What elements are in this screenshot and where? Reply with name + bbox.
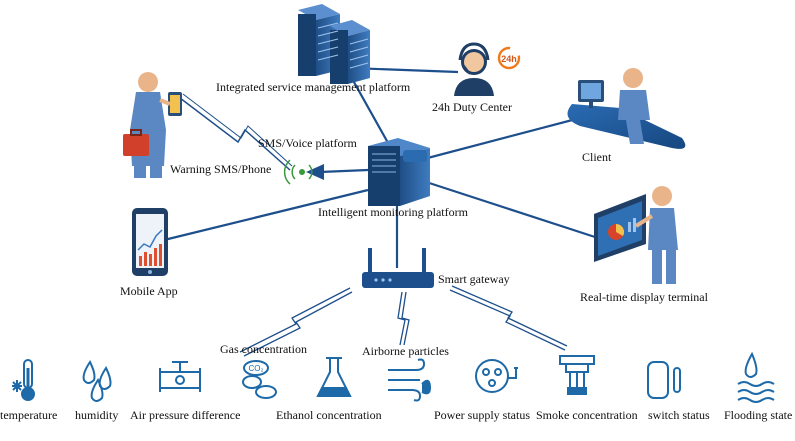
mobile-phone-icon	[132, 208, 168, 276]
sensor-label-smoke: Smoke concentration	[536, 408, 638, 422]
sensor-label-humidity: humidity	[75, 408, 119, 422]
wireless-link-sms-to-warning-2	[182, 93, 293, 167]
link-monitoring-to-display	[419, 178, 599, 240]
headset-operator-icon	[454, 42, 494, 96]
sensor-label-flooding: Flooding state	[724, 408, 793, 422]
link-monitoring-to-client	[419, 116, 581, 162]
airborne-particles-label: Airborne particles	[362, 344, 449, 358]
server-stack-icon	[298, 4, 370, 84]
sensor-label-temperature: temperature	[0, 408, 58, 422]
wireless-link-gas	[239, 287, 351, 353]
wireless-link-gas-b	[243, 291, 353, 357]
gas-concentration-label: Gas concentration	[220, 342, 307, 356]
water-drops-icon	[82, 360, 112, 402]
pipe-valve-icon	[159, 361, 201, 392]
wind-icon	[388, 358, 432, 402]
display-terminal-icon	[594, 186, 678, 284]
co2-clouds-icon: CO₂	[242, 360, 277, 399]
router-icon	[362, 248, 434, 288]
flood-waves-icon	[737, 351, 775, 403]
mobile-app-label: Mobile App	[120, 284, 178, 298]
client-workstation-icon	[567, 68, 686, 149]
wireless-link-sms-to-warning	[179, 97, 291, 171]
integrated-platform-label: Integrated service management platform	[216, 80, 411, 94]
wireless-link-smoke-b	[451, 285, 568, 347]
smoke-detector-icon	[559, 355, 595, 395]
monitoring-label: Intelligent monitoring platform	[318, 205, 468, 219]
link-monitoring-to-servers	[349, 74, 393, 151]
client-label: Client	[582, 150, 612, 164]
wireless-links-gateway	[239, 285, 568, 357]
wireless-link-airborne	[397, 291, 406, 346]
24h-badge-text: 24h	[501, 54, 517, 64]
sms-voice-label: SMS/Voice platform	[258, 136, 357, 150]
flask-icon	[316, 357, 352, 397]
power-plug-icon	[475, 359, 518, 393]
sensor-label-switch: switch status	[648, 408, 710, 422]
monitoring-server-icon	[368, 138, 430, 206]
sms-antenna-icon	[283, 159, 324, 185]
warning-person-icon	[123, 72, 182, 178]
wireless-link-smoke	[449, 289, 566, 351]
gateway-label: Smart gateway	[438, 272, 510, 286]
duty-center-label: 24h Duty Center	[432, 100, 512, 114]
wireless-link-airborne-b	[401, 291, 410, 346]
co2-text: CO₂	[248, 364, 263, 373]
sensor-label-air-pressure: Air pressure difference	[130, 408, 241, 422]
link-monitoring-to-sms	[319, 168, 369, 174]
link-monitoring-to-mobile	[163, 188, 369, 242]
warning-sms-label: Warning SMS/Phone	[170, 162, 272, 176]
door-switch-icon	[647, 361, 681, 399]
sensor-label-ethanol: Ethanol concentration	[276, 408, 382, 422]
thermometer-snowflake-icon	[12, 359, 35, 401]
24h-badge-icon: 24h	[497, 46, 521, 70]
sensor-label-power-supply: Power supply status	[434, 408, 530, 422]
display-terminal-label: Real-time display terminal	[580, 290, 708, 304]
